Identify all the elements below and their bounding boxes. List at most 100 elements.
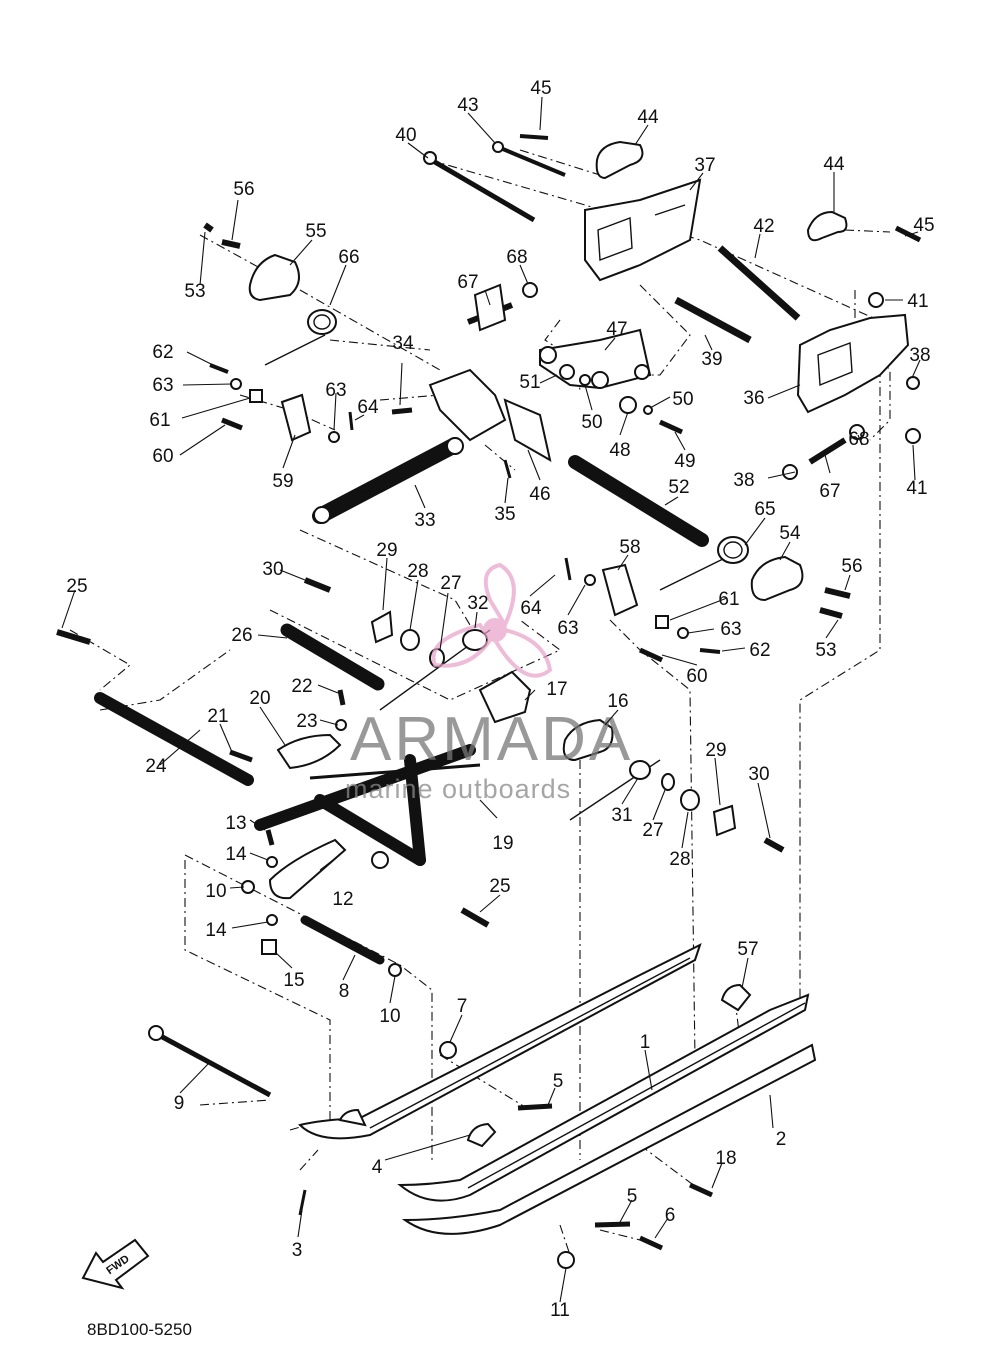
callout-56a: 56 xyxy=(233,179,254,200)
callout-19: 19 xyxy=(492,833,513,854)
callout-60b: 60 xyxy=(686,666,707,687)
callout-63a: 63 xyxy=(152,375,173,396)
callout-64a: 64 xyxy=(357,397,379,418)
callout-21: 21 xyxy=(207,706,228,727)
callout-65: 65 xyxy=(754,499,775,520)
callout-61b: 61 xyxy=(718,589,739,610)
callout-47: 47 xyxy=(606,319,627,340)
watermark: ARMADA marine outboards xyxy=(345,562,633,804)
callout-27b: 27 xyxy=(642,820,663,841)
parts-artwork: FWD xyxy=(56,134,922,1290)
callout-63b: 63 xyxy=(325,380,346,401)
callout-8: 8 xyxy=(339,981,350,1002)
callout-53b: 53 xyxy=(815,640,836,661)
callout-5a: 5 xyxy=(553,1071,564,1092)
watermark-sub: marine outboards xyxy=(345,774,571,804)
callout-29a: 29 xyxy=(376,540,397,561)
callout-33: 33 xyxy=(414,510,435,531)
callout-67a: 67 xyxy=(457,272,478,293)
callout-38b: 38 xyxy=(733,470,754,491)
callout-1: 1 xyxy=(640,1032,651,1053)
callout-26: 26 xyxy=(231,625,252,646)
callout-35: 35 xyxy=(494,504,515,525)
callout-68a: 68 xyxy=(506,247,527,268)
fwd-arrow-icon xyxy=(81,1238,150,1290)
callout-25b: 25 xyxy=(489,876,510,897)
callout-30b: 30 xyxy=(748,764,769,785)
callout-60a: 60 xyxy=(152,446,173,467)
callout-34: 34 xyxy=(392,333,414,354)
callout-2: 2 xyxy=(776,1129,787,1150)
callout-57: 57 xyxy=(737,939,758,960)
callout-62a: 62 xyxy=(152,342,173,363)
callout-63c: 63 xyxy=(557,618,578,639)
callout-37: 37 xyxy=(694,155,715,176)
callout-18: 18 xyxy=(715,1148,736,1169)
callout-48: 48 xyxy=(609,440,630,461)
callout-30a: 30 xyxy=(262,559,283,580)
callout-42: 42 xyxy=(753,216,774,237)
callout-16: 16 xyxy=(607,691,628,712)
callout-58: 58 xyxy=(619,537,640,558)
watermark-brand: ARMADA xyxy=(350,705,633,774)
callout-12: 12 xyxy=(332,889,353,910)
callout-45b: 45 xyxy=(913,215,934,236)
callout-14b: 14 xyxy=(205,920,227,941)
callout-14a: 14 xyxy=(225,844,247,865)
callout-59: 59 xyxy=(272,471,293,492)
callout-44b: 44 xyxy=(823,154,845,175)
callout-7: 7 xyxy=(457,996,468,1017)
callout-61a: 61 xyxy=(149,410,170,431)
callout-4: 4 xyxy=(372,1157,383,1178)
callout-leaders xyxy=(61,96,921,1303)
callout-24: 24 xyxy=(145,756,167,777)
callout-40: 40 xyxy=(395,125,416,146)
callout-17: 17 xyxy=(546,679,567,700)
callout-36: 36 xyxy=(743,388,764,409)
callout-39: 39 xyxy=(701,349,722,370)
callout-68b: 68 xyxy=(848,429,869,450)
callout-53a: 53 xyxy=(184,281,205,302)
callout-15: 15 xyxy=(283,970,304,991)
callout-45a: 45 xyxy=(530,78,551,99)
callout-62b: 62 xyxy=(749,640,770,661)
callout-6: 6 xyxy=(665,1205,676,1226)
callout-38a: 38 xyxy=(909,345,930,366)
callout-54: 54 xyxy=(779,523,801,544)
callout-5b: 5 xyxy=(627,1186,638,1207)
callout-10a: 10 xyxy=(205,881,226,902)
callout-20: 20 xyxy=(249,688,270,709)
callout-28a: 28 xyxy=(407,561,428,582)
callout-44a: 44 xyxy=(637,107,659,128)
callout-66: 66 xyxy=(338,247,359,268)
callout-27a: 27 xyxy=(440,573,461,594)
callout-9: 9 xyxy=(174,1093,185,1114)
callout-13: 13 xyxy=(225,813,246,834)
callout-10b: 10 xyxy=(379,1006,400,1027)
callout-41b: 41 xyxy=(906,478,927,499)
callout-50a: 50 xyxy=(581,412,602,433)
drawing-code: 8BD100-5250 xyxy=(87,1320,192,1339)
callout-41a: 41 xyxy=(907,291,928,312)
callout-49: 49 xyxy=(674,451,695,472)
callout-46: 46 xyxy=(529,484,550,505)
callout-25a: 25 xyxy=(66,576,87,597)
callout-23: 23 xyxy=(296,711,317,732)
callout-43: 43 xyxy=(457,95,478,116)
callout-22: 22 xyxy=(291,676,312,697)
callout-11: 11 xyxy=(550,1300,570,1321)
callout-50b: 50 xyxy=(672,389,693,410)
callout-67b: 67 xyxy=(819,481,840,502)
propeller-logo-icon xyxy=(431,562,553,678)
callout-63d: 63 xyxy=(720,619,741,640)
callout-55: 55 xyxy=(305,221,326,242)
callout-28b: 28 xyxy=(669,849,690,870)
callout-64b: 64 xyxy=(520,598,542,619)
callout-labels: 45 43 40 44 37 44 45 56 53 55 66 42 68 6… xyxy=(66,78,934,1321)
callout-52: 52 xyxy=(668,477,689,498)
callout-29b: 29 xyxy=(705,740,726,761)
callout-3: 3 xyxy=(292,1240,303,1261)
callout-32: 32 xyxy=(467,593,488,614)
callout-51: 51 xyxy=(519,372,540,393)
